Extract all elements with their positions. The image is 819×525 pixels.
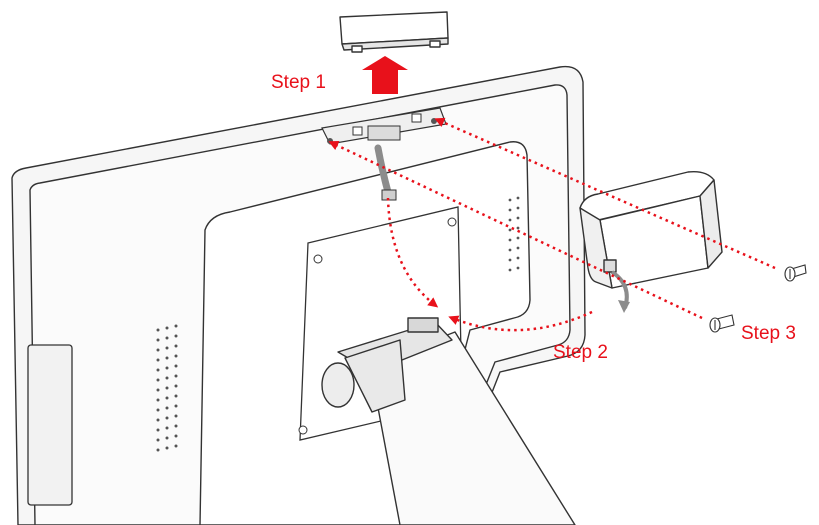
top-cover-lip [341,37,449,51]
vent-grille-right [508,196,520,272]
vesa-screw-icon [447,217,457,227]
step3-dotted-arrow-icon [434,117,776,270]
top-cover-tab [429,40,441,48]
top-cover [339,11,449,53]
top-cover-tab [351,45,363,53]
vent-grille-left [156,324,178,452]
vesa-screw-icon [298,425,308,435]
module-socket [603,259,617,273]
cable [374,144,392,196]
recess-screw-hole-left [327,138,333,144]
module-back-edge [699,179,723,269]
step2-curved-dotted-arrow-icon [448,310,593,332]
recess-slot-right [411,113,422,123]
stand-block [344,339,406,413]
side-slot [27,344,73,506]
hinge-knob [321,362,355,408]
step3-label: Step 3 [741,323,796,344]
screw-icon [784,264,807,282]
vesa-screw-icon [313,254,323,264]
step2-label: Step 2 [553,342,608,363]
step2-curved-dotted-arrow-icon [386,197,439,308]
step1-up-arrow-icon [362,56,408,94]
stand [321,317,576,525]
recess-slot-left [352,126,363,136]
stand-bracket [407,317,439,333]
step1-label: Step 1 [271,72,326,93]
recess-screw-hole-right [431,118,437,124]
accessory-module [579,170,723,289]
screw-icon [709,314,735,333]
recess-connector [367,125,401,141]
